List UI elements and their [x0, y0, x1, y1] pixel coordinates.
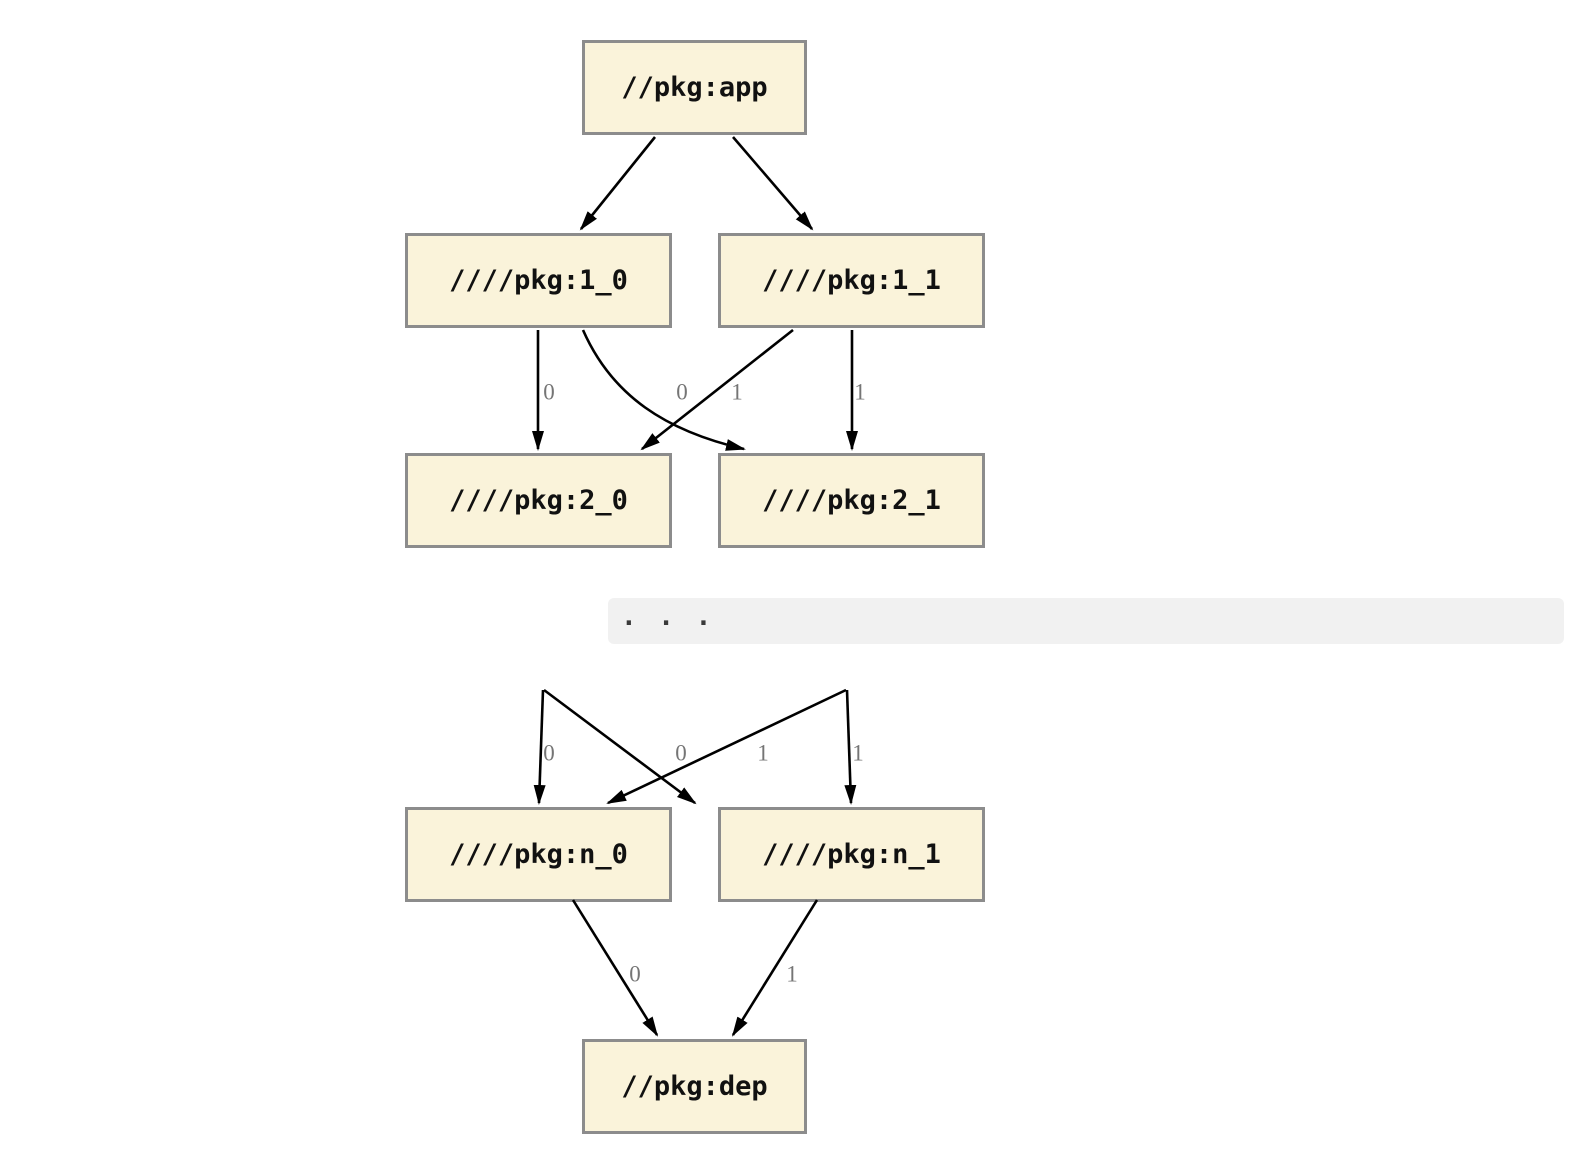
node-label: ////pkg:1_1	[762, 265, 941, 296]
edge-label: 0	[676, 379, 688, 405]
edge-elided-to-n_1	[844, 689, 857, 805]
edge-1_0-to-2_1	[581, 329, 746, 451]
node-label: ////pkg:2_0	[449, 485, 628, 516]
edge-elided-to-n_1-cross	[543, 688, 697, 805]
edge-label: 0	[543, 740, 555, 766]
node-label: //pkg:app	[621, 72, 768, 103]
node-label: ////pkg:1_0	[449, 265, 628, 296]
node-label: ////pkg:n_1	[762, 839, 941, 870]
node-pkg-1_0: ////pkg:1_0	[405, 233, 672, 328]
edge-label: 1	[854, 379, 866, 405]
edge-label: 1	[731, 379, 743, 405]
node-pkg-1_1: ////pkg:1_1	[718, 233, 985, 328]
edge-elided-to-n_0-cross	[606, 688, 847, 805]
node-pkg-2_0: ////pkg:2_0	[405, 453, 672, 548]
edge-n_1-to-dep	[731, 899, 819, 1037]
elided-levels-bar: . . .	[608, 598, 1564, 644]
edge-label: 0	[675, 740, 687, 766]
node-label: ////pkg:n_0	[449, 839, 628, 870]
edge-app-to-1_1	[732, 136, 814, 231]
node-label: //pkg:dep	[621, 1071, 768, 1102]
edge-n_0-to-dep	[571, 899, 659, 1037]
node-label: ////pkg:2_1	[762, 485, 941, 516]
node-pkg-n_0: ////pkg:n_0	[405, 807, 672, 902]
edge-1_1-to-2_0	[640, 328, 794, 451]
ellipsis-dots: . . .	[621, 602, 715, 632]
edge-label: 1	[786, 961, 798, 987]
node-pkg-n_1: ////pkg:n_1	[718, 807, 985, 902]
edge-label: 0	[629, 961, 641, 987]
node-pkg-2_1: ////pkg:2_1	[718, 453, 985, 548]
edge-app-to-1_0	[579, 136, 657, 231]
edge-label: 1	[757, 740, 769, 766]
edge-label: 1	[852, 740, 864, 766]
edge-label: 0	[543, 379, 555, 405]
node-pkg-dep: //pkg:dep	[582, 1039, 807, 1134]
node-pkg-app: //pkg:app	[582, 40, 807, 135]
